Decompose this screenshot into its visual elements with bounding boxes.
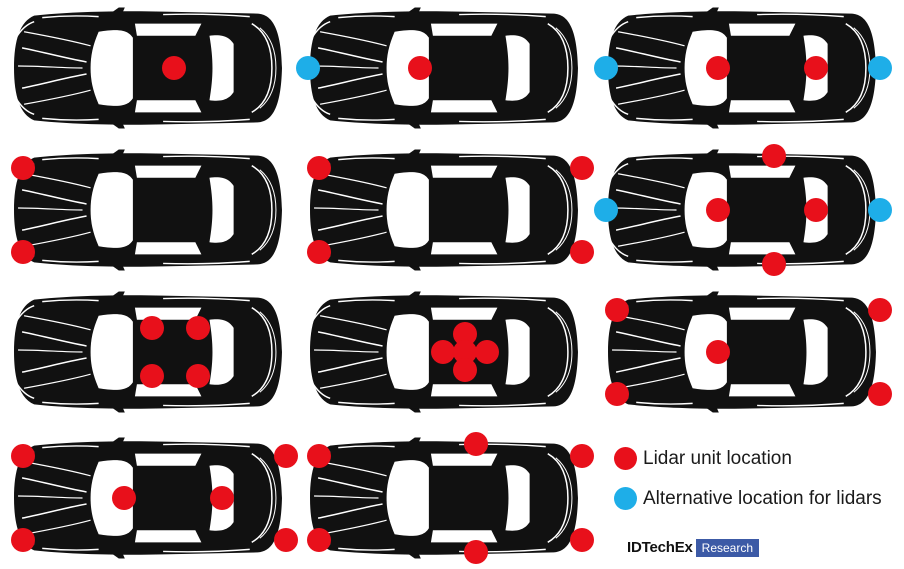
lidar-marker [570,156,594,180]
alternative-lidar-marker [868,56,892,80]
lidar-marker [762,252,786,276]
lidar-marker [140,364,164,388]
lidar-marker [274,444,298,468]
legend-alternative: Alternative location for lidars [614,487,882,510]
lidar-marker [706,198,730,222]
car-top-view-icon [607,148,877,272]
alternative-lidar-marker [296,56,320,80]
lidar-marker [274,528,298,552]
car-10 [11,436,298,560]
alternative-lidar-marker [868,198,892,222]
lidar-marker [186,316,210,340]
lidar-marker [706,340,730,364]
alternative-lidar-marker [594,56,618,80]
logo-brand: IDTechEx [627,539,693,556]
lidar-marker [431,340,455,364]
lidar-marker [112,486,136,510]
lidar-marker [868,382,892,406]
lidar-marker [570,528,594,552]
legend-lidar: Lidar unit location [614,447,792,470]
lidar-marker [307,444,331,468]
car-11 [307,432,594,564]
lidar-marker [804,198,828,222]
lidar-marker [605,298,629,322]
lidar-marker [868,298,892,322]
lidar-marker [762,144,786,168]
lidar-marker [804,56,828,80]
lidar-marker [408,56,432,80]
lidar-marker [11,240,35,264]
car-6 [594,144,892,276]
car-top-view-icon [607,290,877,414]
lidar-marker [307,528,331,552]
alternative-lidar-marker [594,198,618,222]
lidar-marker [307,156,331,180]
car-grid [11,6,892,564]
car-top-view-icon [13,148,283,272]
lidar-marker [605,382,629,406]
lidar-marker [464,432,488,456]
lidar-marker [475,340,499,364]
lidar-marker [186,364,210,388]
lidar-marker [140,316,164,340]
alternative-marker-swatch [614,487,637,510]
car-7 [13,290,283,414]
car-top-view-icon [309,6,579,130]
car-top-view-icon [309,148,579,272]
car-2 [296,6,579,130]
car-8 [309,290,579,414]
car-top-view-icon [309,436,579,560]
logo-research-tag: Research [695,538,760,557]
lidar-marker-swatch [614,447,637,470]
lidar-marker [464,540,488,564]
lidar-marker [11,528,35,552]
legend-lidar-label: Lidar unit location [643,447,792,469]
lidar-marker [453,322,477,346]
lidar-marker [453,340,477,364]
legend-alternative-label: Alternative location for lidars [643,487,882,509]
car-9 [605,290,892,414]
lidar-marker [570,444,594,468]
car-top-view-icon [13,290,283,414]
car-1 [13,6,283,130]
car-3 [594,6,892,130]
lidar-marker [570,240,594,264]
car-top-view-icon [13,436,283,560]
car-5 [307,148,594,272]
lidar-marker [307,240,331,264]
lidar-marker [453,358,477,382]
car-top-view-icon [607,6,877,130]
lidar-marker [706,56,730,80]
lidar-marker [11,156,35,180]
car-4 [11,148,283,272]
car-top-view-icon [13,6,283,130]
idtechex-logo: IDTechEx Research [627,538,760,557]
lidar-marker [11,444,35,468]
lidar-marker [210,486,234,510]
lidar-marker [162,56,186,80]
